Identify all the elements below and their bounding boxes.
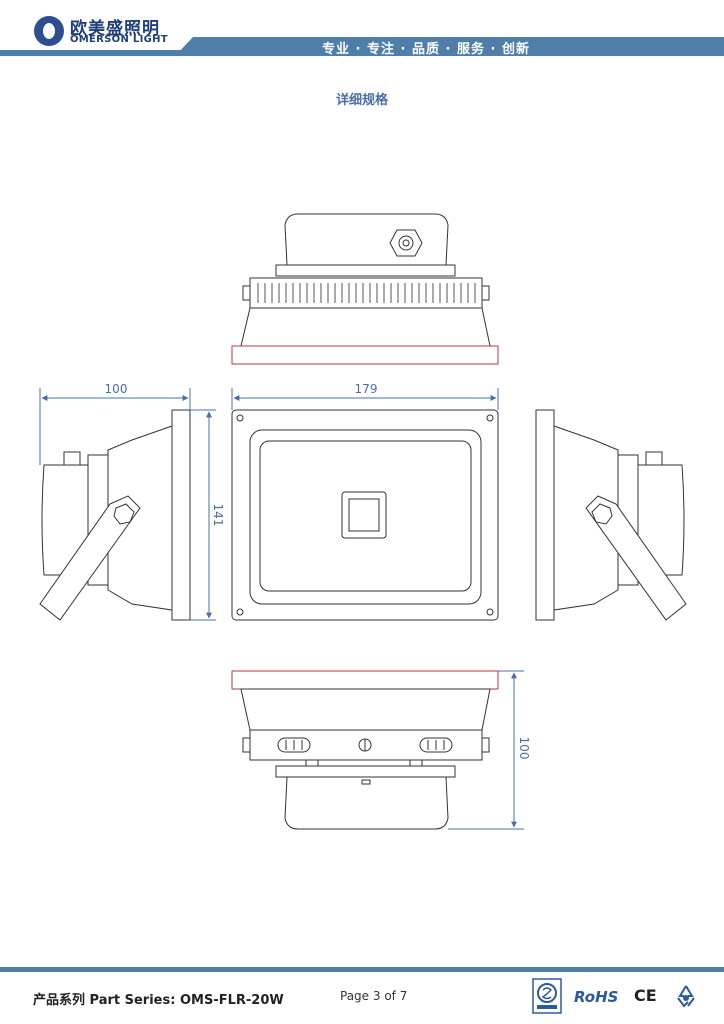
page-number: Page 3 of 7	[340, 989, 408, 1003]
page-header: 欧美盛照明 OMERSON LIGHT 专业 · 专注 · 品质 · 服务 · …	[0, 0, 724, 60]
footer-bar	[0, 967, 724, 972]
dimension-label-side-depth: 100	[105, 382, 128, 396]
front-view	[231, 409, 499, 621]
right-side-view	[535, 409, 687, 621]
part-series-label: 产品系列 Part Series: OMS-FLR-20W	[33, 993, 284, 1008]
dimension-lines	[39, 388, 524, 830]
omerson-logo-icon	[34, 16, 64, 46]
dimension-label-bottom-depth: 100	[517, 737, 531, 760]
quality-certification-icon	[532, 978, 562, 1014]
recycle-icon	[677, 985, 695, 1008]
slogan-text: 专业 · 专注 · 品质 · 服务 · 创新	[322, 42, 530, 57]
top-view	[231, 213, 499, 365]
section-title: 详细规格	[335, 93, 388, 108]
slogan-bar	[175, 37, 724, 56]
brand-name-chinese: 欧美盛照明	[70, 19, 160, 39]
brand-name-english: OMERSON LIGHT	[70, 34, 168, 45]
ce-mark: CE	[634, 986, 657, 1005]
dimension-label-width: 179	[355, 382, 378, 396]
header-divider	[0, 50, 190, 56]
rohs-badge: RoHS	[574, 988, 619, 1006]
left-side-view	[39, 409, 191, 621]
bottom-view	[231, 670, 499, 830]
dimension-label-height: 141	[211, 504, 225, 527]
